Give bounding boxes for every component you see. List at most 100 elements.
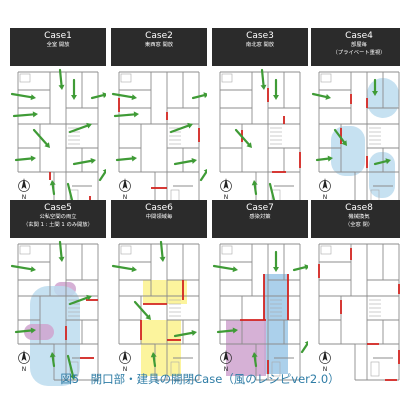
ventilation-zone [369, 152, 395, 198]
fixture [19, 245, 31, 255]
wind-arrow [311, 92, 328, 99]
floor-plan: N [219, 68, 301, 209]
north-arrow-icon [322, 350, 328, 361]
case-title: Case7 [246, 203, 274, 213]
fixture [370, 361, 380, 377]
case-subtitle: （玄関 1 : 土間 1 のみ開放） [23, 221, 93, 228]
wind-arrowhead [44, 142, 50, 148]
wind-arrowhead [69, 374, 76, 380]
case-subtitle: （全窓 閉） [344, 221, 374, 228]
wind-arrowhead [203, 168, 207, 173]
case-subtitle: 公私空間の両立 [39, 214, 77, 220]
compass-label: N [323, 194, 328, 201]
case-subtitle: 東西窓 開放 [144, 42, 174, 48]
wind-arrow [173, 331, 194, 338]
north-arrow-icon [322, 178, 328, 189]
wind-arrow [268, 182, 276, 205]
wind-arrowhead [131, 266, 137, 273]
north-arrow-icon [122, 178, 128, 189]
wind-arrowhead [372, 91, 378, 96]
wind-arrowhead [150, 352, 157, 358]
ventilation-zone [30, 286, 80, 386]
floor-plan: N [311, 71, 400, 209]
wind-arrow [212, 264, 235, 271]
fixture [19, 73, 31, 83]
compass-label: N [224, 366, 229, 373]
wind-arrowhead [131, 155, 137, 162]
wind-arrowhead [102, 92, 106, 99]
wind-arrow [159, 240, 164, 259]
north-arrow-icon [21, 350, 27, 361]
wind-arrow [72, 159, 93, 166]
wind-arrowhead [133, 111, 139, 118]
wind-arrowhead [30, 327, 36, 334]
case-subtitle: 中間領域毎 [145, 214, 173, 220]
north-arrow-icon [122, 350, 128, 361]
ventilation-zone [331, 126, 365, 176]
wind-arrow [14, 329, 33, 334]
wind-arrow [58, 68, 63, 87]
wind-arrowhead [86, 122, 92, 129]
wind-arrowhead [71, 95, 77, 100]
wind-arrow [253, 183, 258, 196]
fixture [221, 73, 233, 83]
ventilation-zone [141, 320, 181, 376]
wind-arrowhead [131, 94, 137, 101]
wind-arrowhead [58, 84, 65, 90]
wind-arrowhead [341, 140, 347, 146]
wind-arrow [66, 354, 74, 377]
wind-arrowhead [191, 157, 197, 164]
wind-arrow [152, 355, 157, 368]
wind-arrowhead [304, 340, 308, 345]
floor-plan: N [212, 243, 308, 381]
floor-plan: N [111, 71, 207, 209]
wind-arrowhead [86, 294, 92, 301]
wind-arrow [253, 355, 258, 368]
wind-arrow [333, 128, 346, 144]
case-subtitle: 部屋毎 [351, 42, 367, 48]
fixture [120, 245, 132, 255]
wind-arrow [14, 157, 33, 162]
wind-arrowhead [187, 122, 193, 129]
case-title: Case5 [44, 203, 72, 213]
wind-arrowhead [273, 95, 279, 100]
case-subtitle: 全室 開放 [46, 42, 70, 48]
wind-arrow [68, 296, 89, 306]
wind-arrowhead [30, 266, 36, 273]
wind-arrow [111, 92, 134, 99]
compass-label: N [123, 194, 128, 201]
wind-arrowhead [304, 264, 308, 271]
wind-arrow [51, 355, 56, 368]
wind-arrow [32, 128, 48, 146]
case-subtitle: （プライベート重視） [332, 49, 386, 56]
wind-arrow [90, 94, 105, 100]
compass-label: N [22, 194, 27, 201]
fixture [221, 245, 233, 255]
wind-arrow [133, 300, 149, 318]
wind-arrow [315, 157, 330, 162]
case-title: Case4 [345, 31, 373, 41]
case-title: Case1 [44, 31, 72, 41]
wind-arrowhead [49, 352, 56, 358]
compass-label: N [123, 366, 128, 373]
wind-arrowhead [191, 329, 197, 336]
wind-arrowhead [251, 180, 258, 186]
wind-arrowhead [246, 142, 252, 148]
wind-arrow [260, 68, 265, 87]
floor-plan: N [10, 240, 99, 386]
wind-arrow [216, 329, 235, 334]
wind-arrowhead [102, 168, 106, 173]
wind-arrowhead [273, 267, 279, 272]
case-subtitle: 機械換気 [348, 214, 370, 220]
case-subtitle: 南北窓 開放 [245, 42, 275, 48]
wind-arrowhead [58, 256, 65, 262]
fixture [320, 245, 332, 255]
fixture [120, 73, 132, 83]
wind-arrow [111, 264, 134, 271]
wind-arrow [191, 94, 206, 100]
wind-arrowhead [145, 314, 151, 320]
